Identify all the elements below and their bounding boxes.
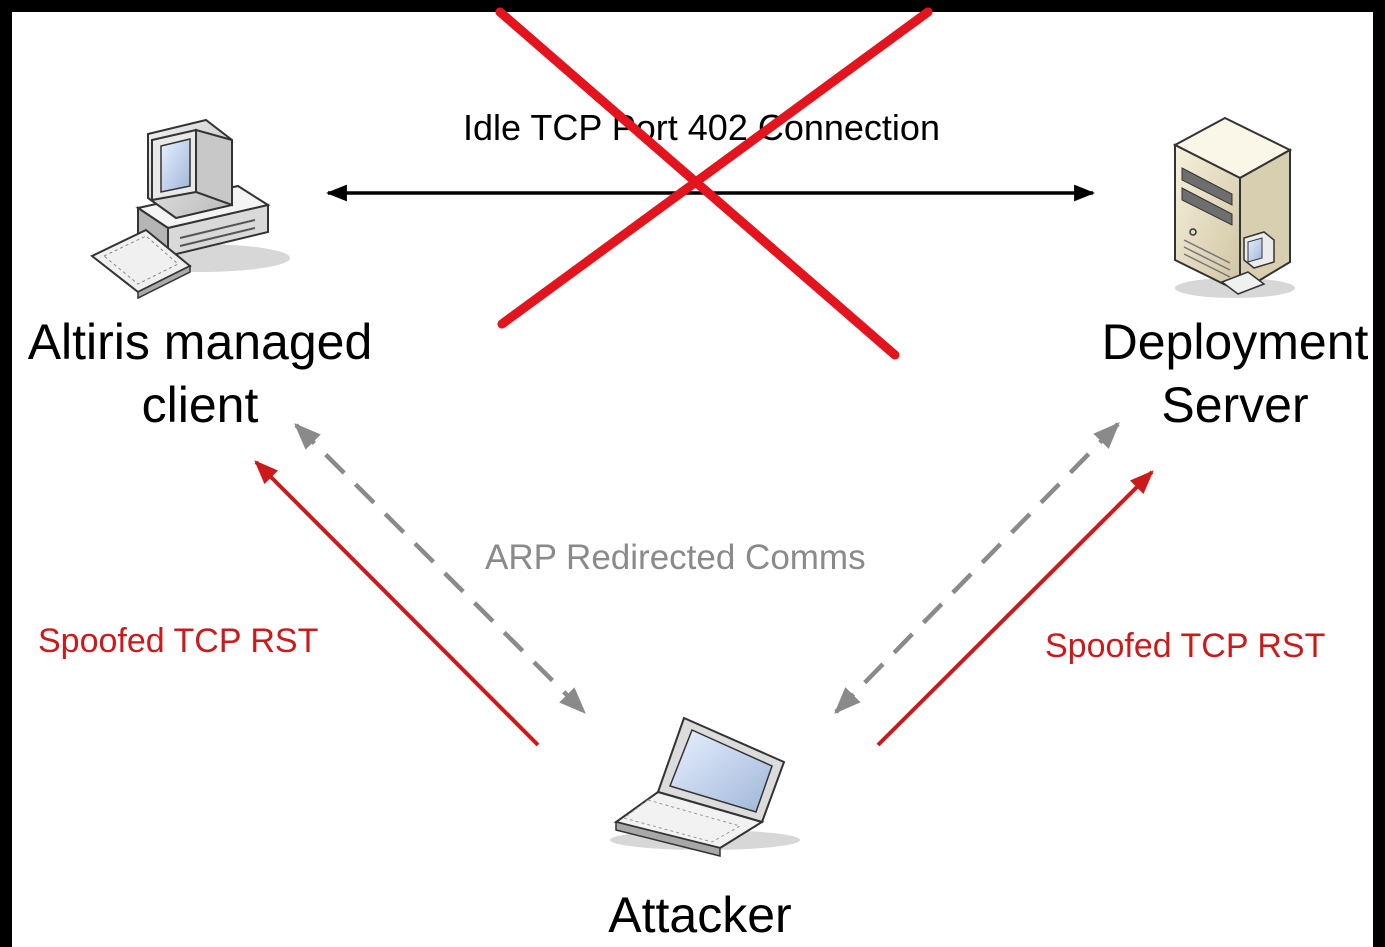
arp-arrow-client [294, 423, 586, 714]
idle-connection-label: Idle TCP Port 402 Connection [463, 107, 940, 148]
arp-label: ARP Redirected Comms [485, 538, 866, 577]
client-label-line2: client [141, 377, 259, 433]
server-label-line1: Deployment [1101, 314, 1369, 370]
client-label: Altiris managed client [10, 311, 390, 437]
laptop-icon [610, 716, 800, 857]
server-tower-icon [1172, 116, 1295, 298]
rst-client-label: Spoofed TCP RST [38, 622, 319, 660]
attacker-label: Attacker [608, 887, 792, 943]
server-label-line2: Server [1161, 377, 1309, 433]
rst-server-label: Spoofed TCP RST [1045, 627, 1326, 665]
rst-arrow-client [254, 460, 540, 747]
server-label: Deployment Server [1085, 311, 1385, 437]
desktop-computer-icon [90, 118, 290, 300]
arp-arrow-server [834, 422, 1120, 714]
rst-arrow-server [876, 470, 1154, 747]
client-label-line1: Altiris managed [27, 314, 373, 370]
